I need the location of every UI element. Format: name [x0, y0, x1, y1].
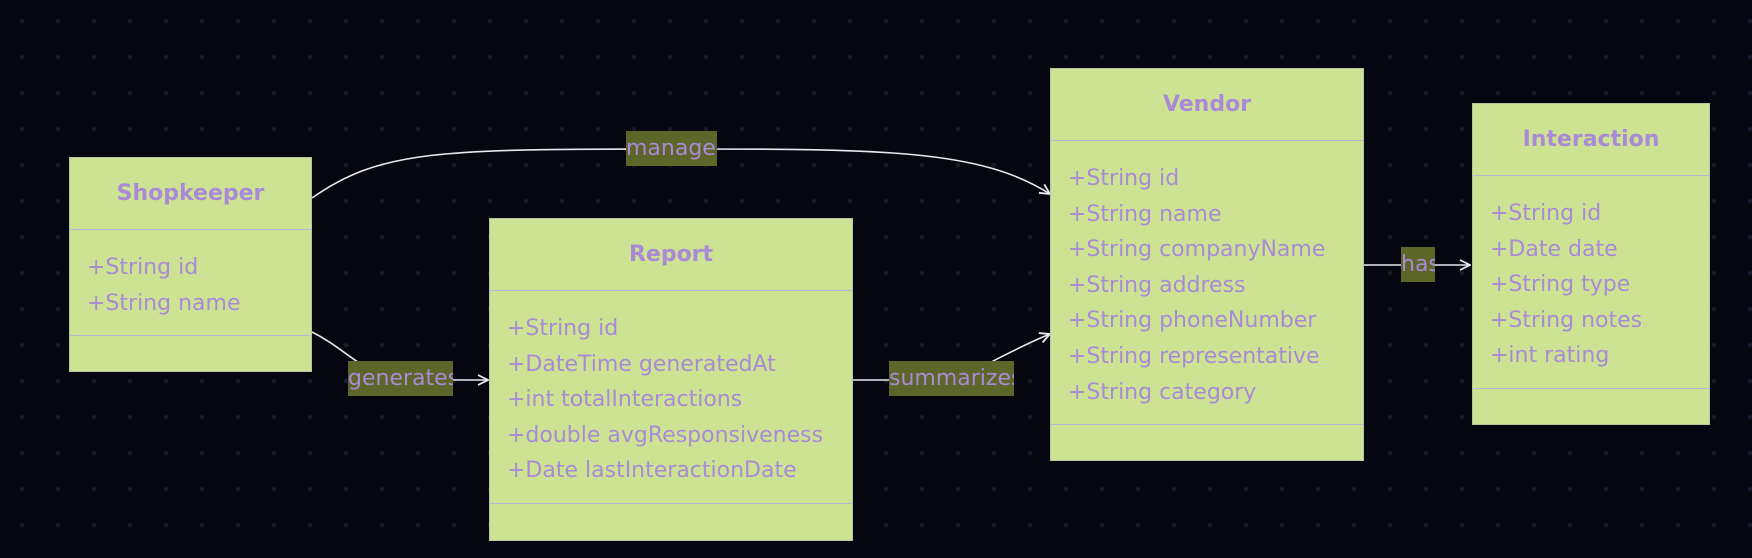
class-attribute: +String category — [1068, 379, 1257, 405]
class-attribute: +String name — [1068, 201, 1222, 227]
class-attribute: +String id — [507, 316, 619, 341]
class-attribute: +Date date — [1490, 236, 1618, 262]
class-attribute: +int rating — [1490, 343, 1610, 369]
edge-label-generates: generates — [348, 361, 453, 396]
class-attribute: +String id — [1490, 201, 1602, 226]
class-title: Report — [490, 219, 852, 291]
class-attribute: +String representative — [1068, 343, 1320, 369]
class-attribute: +String phoneNumber — [1068, 308, 1317, 334]
class-attributes: +String id +String name +String companyN… — [1051, 141, 1363, 426]
class-attribute: +String name — [87, 290, 241, 316]
class-vendor[interactable]: Vendor +String id +String name +String c… — [1050, 68, 1364, 461]
class-attribute: +String companyName — [1068, 237, 1326, 263]
class-attribute: +double avgResponsiveness — [507, 422, 824, 448]
class-attributes: +String id +Date date +String type +Stri… — [1473, 176, 1709, 389]
class-attribute: +String address — [1068, 272, 1246, 298]
class-attribute: +Date lastInteractionDate — [507, 458, 797, 484]
class-title: Shopkeeper — [70, 158, 311, 230]
class-attributes: +String id +String name — [70, 230, 311, 337]
edge-label-manages: manages — [626, 131, 717, 166]
class-title: Vendor — [1051, 69, 1363, 141]
class-attribute: +String notes — [1490, 307, 1643, 333]
class-shopkeeper[interactable]: Shopkeeper +String id +String name — [69, 157, 312, 372]
edge-label-summarizes: summarizes — [889, 361, 1014, 396]
class-interaction[interactable]: Interaction +String id +Date date +Strin… — [1472, 103, 1710, 425]
class-title: Interaction — [1473, 104, 1709, 176]
class-attribute: +String type — [1490, 272, 1631, 298]
class-report[interactable]: Report +String id +DateTime generatedAt … — [489, 218, 853, 541]
class-attribute: +int totalInteractions — [507, 387, 743, 413]
class-attribute: +DateTime generatedAt — [507, 351, 776, 377]
class-attribute: +String id — [87, 255, 199, 280]
edge-label-has: has — [1401, 247, 1435, 282]
class-attributes: +String id +DateTime generatedAt +int to… — [490, 291, 852, 504]
class-attribute: +String id — [1068, 166, 1180, 191]
